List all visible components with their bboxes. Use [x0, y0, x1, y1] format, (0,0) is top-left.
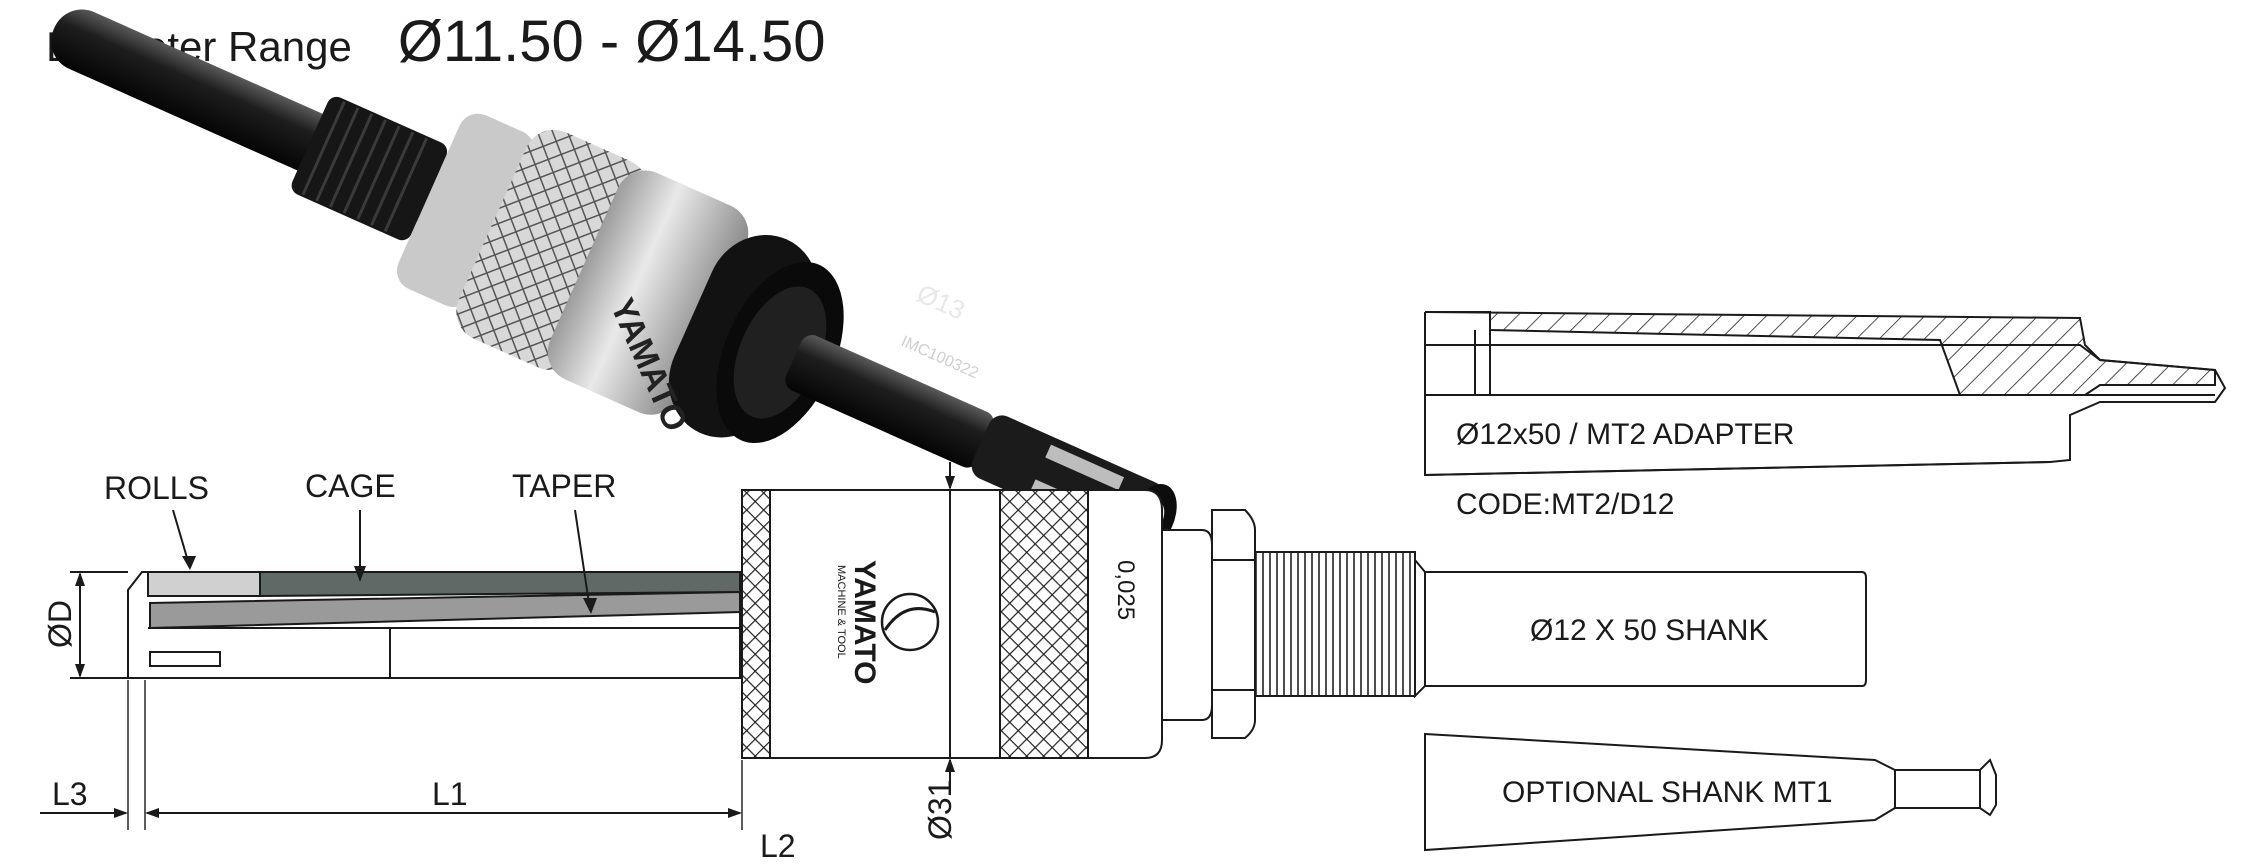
dimension-od: ØD: [42, 600, 78, 648]
straight-shank-label: Ø12 X 50 SHANK: [1530, 614, 1769, 647]
section-brand-sub: MACHINE & TOOL: [835, 565, 847, 659]
render-size-engraving: Ø13: [913, 278, 970, 325]
mt2-adapter-drawing: [1424, 311, 2227, 477]
straight-shank-drawing: [1417, 571, 1867, 687]
scale-ring-section: [1087, 489, 1163, 759]
adapter-label: Ø12x50 / MT2 ADAPTER: [1456, 418, 1795, 451]
hex-nut: [1211, 509, 1256, 739]
callout-cage: CAGE: [305, 468, 396, 504]
callout-rolls: ROLLS: [104, 470, 209, 506]
front-spindle: [785, 335, 994, 468]
rolls-part: [147, 571, 261, 597]
adapter-code: CODE:MT2/D12: [1456, 488, 1675, 521]
dimension-l3: L3: [52, 776, 88, 812]
front-nut-knurl: [741, 489, 771, 759]
section-drawing: [40, 462, 1426, 830]
optional-shank-label: OPTIONAL SHANK MT1: [1502, 776, 1833, 809]
mt1-shank-drawing: [1424, 732, 1997, 852]
knurled-ring: [456, 129, 648, 370]
callout-taper: TAPER: [512, 468, 617, 504]
silver-body: [547, 170, 749, 415]
yamato-logo: YAMATO MACHINE & TOOL: [835, 560, 940, 684]
thread-section: [1254, 551, 1416, 697]
section-brand: YAMATO: [848, 560, 881, 684]
scale-ring-text: 0,025: [1112, 560, 1139, 620]
dimension-l2: L2: [760, 828, 796, 864]
diameter-range-value: Ø11.50 - Ø14.50: [397, 9, 826, 74]
knurled-sleeve: [999, 489, 1089, 759]
render-code-engraving: IMC100322: [898, 333, 981, 382]
dimension-l1: L1: [432, 776, 468, 812]
dimension-o31: Ø31: [922, 779, 958, 840]
scale-ring: [396, 113, 535, 307]
